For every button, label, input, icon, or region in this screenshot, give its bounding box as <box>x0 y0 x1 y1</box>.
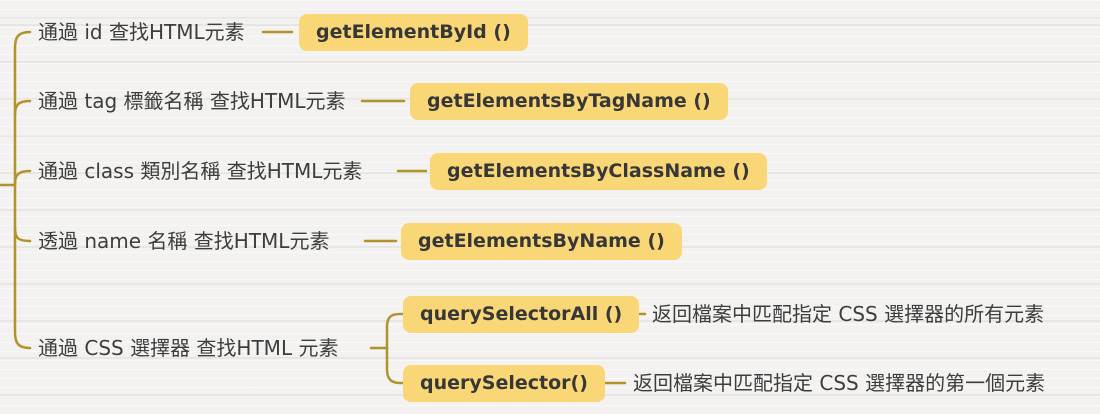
branch-curve-class <box>13 169 32 186</box>
method-node-queryselectorall[interactable]: querySelectorAll () <box>403 296 640 333</box>
method-node-getelementsbyclassname[interactable]: getElementsByClassName () <box>430 153 767 190</box>
branch-label-id[interactable]: 通過 id 查找HTML元素 <box>38 20 245 44</box>
fork-curve-queryselector <box>385 346 406 385</box>
method-node-getelementsbytagname[interactable]: getElementsByTagName () <box>410 83 728 120</box>
annotation-queryselector[interactable]: 返回檔案中匹配指定 CSS 選擇器的第一個元素 <box>633 371 1046 395</box>
branch-label-class[interactable]: 通過 class 類別名稱 查找HTML元素 <box>38 159 363 183</box>
fork-curve-queryselectorall <box>385 312 406 350</box>
branch-label-tag[interactable]: 通過 tag 標籤名稱 查找HTML元素 <box>38 89 346 113</box>
branch-label-name[interactable]: 透過 name 名稱 查找HTML元素 <box>38 229 330 253</box>
trunk-line <box>13 30 32 350</box>
branch-label-css-selector[interactable]: 通過 CSS 選擇器 查找HTML 元素 <box>38 336 339 360</box>
method-node-getelementsbyname[interactable]: getElementsByName () <box>401 223 682 260</box>
annotation-queryselectorall[interactable]: 返回檔案中匹配指定 CSS 選擇器的所有元素 <box>652 302 1045 326</box>
branch-curve-name <box>13 226 32 243</box>
method-node-queryselector[interactable]: querySelector() <box>403 365 605 402</box>
branch-curve-tag <box>13 99 32 117</box>
method-node-getelementbyid[interactable]: getElementById () <box>299 14 528 51</box>
